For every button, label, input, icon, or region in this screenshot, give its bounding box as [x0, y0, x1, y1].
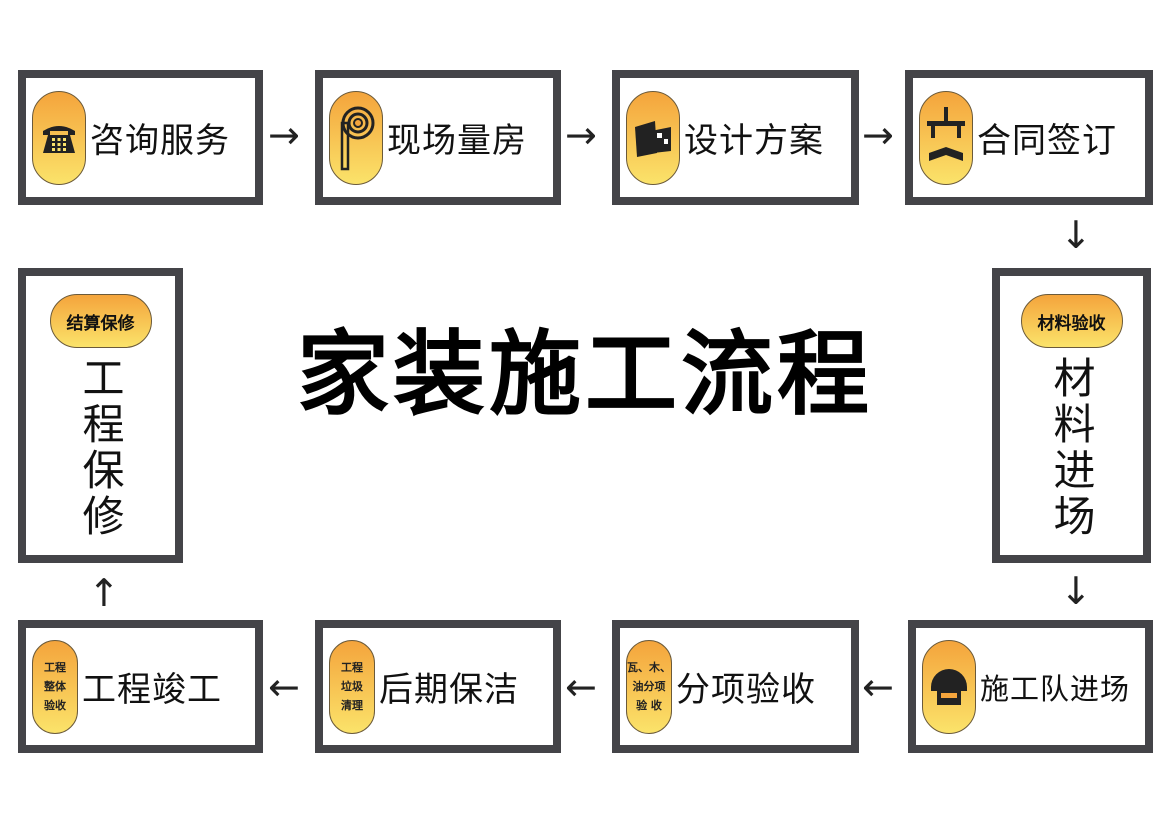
step-label: 后期保洁 — [379, 670, 519, 710]
arrow-left: ← — [565, 665, 597, 709]
step-label: 咨询服务 — [90, 121, 230, 161]
arrow-left: ← — [268, 665, 300, 709]
step-label: 工程竣工 — [82, 670, 222, 710]
step-badge: 结算保修 — [49, 294, 152, 348]
design-icon — [626, 90, 680, 185]
step-label: 施工队进场 — [980, 671, 1131, 706]
badge-line: 验收 — [44, 699, 66, 712]
badge-line: 工程 — [44, 661, 66, 674]
badge-line: 垃圾 — [341, 680, 363, 693]
step-contract: 合同签订 — [905, 70, 1153, 205]
arrow-right: → — [862, 113, 894, 157]
step-team: 施工队进场 — [908, 620, 1153, 753]
diagram-title: 家装施工流程 — [296, 321, 873, 428]
step-consult: 咨询服务 — [18, 70, 263, 205]
step-label: 合同签订 — [977, 121, 1117, 161]
step-badge: 材料验收 — [1020, 294, 1123, 348]
step-warranty: 结算保修 工程保修 — [18, 268, 183, 563]
step-badge: 瓦、木、 油分项 验 收 — [626, 639, 672, 734]
step-inspect: 瓦、木、 油分项 验 收 分项验收 — [612, 620, 859, 753]
step-clean: 工程 垃圾 清理 后期保洁 — [315, 620, 561, 753]
badge-line: 油分项 — [632, 680, 666, 693]
step-badge: 工程 垃圾 清理 — [329, 639, 375, 734]
step-finish: 工程 整体 验收 工程竣工 — [18, 620, 263, 753]
step-label: 分项验收 — [676, 670, 816, 710]
contract-icon — [919, 90, 973, 185]
arrow-down: ↓ — [1060, 213, 1092, 257]
badge-line: 工程 — [341, 661, 363, 674]
step-design: 设计方案 — [612, 70, 859, 205]
badge-line: 整体 — [44, 680, 66, 693]
arrow-right: → — [268, 113, 300, 157]
step-material: 材料验收 材料进场 — [992, 268, 1151, 563]
helmet-icon — [922, 639, 976, 734]
arrow-up: ↑ — [88, 571, 120, 615]
badge-line: 瓦、木、 — [627, 661, 671, 674]
badge-line: 验 收 — [636, 699, 662, 712]
arrow-right: → — [565, 113, 597, 157]
telephone-icon — [32, 90, 86, 185]
arrow-down: ↓ — [1060, 569, 1092, 613]
step-label: 现场量房 — [387, 121, 527, 161]
step-label: 设计方案 — [684, 121, 824, 161]
arrow-left: ← — [862, 665, 894, 709]
step-label: 材料进场 — [1047, 356, 1096, 540]
step-measure: 现场量房 — [315, 70, 561, 205]
step-badge: 工程 整体 验收 — [32, 639, 78, 734]
step-label: 工程保修 — [76, 356, 125, 540]
badge-line: 清理 — [341, 699, 363, 712]
tape-measure-icon — [329, 90, 383, 185]
